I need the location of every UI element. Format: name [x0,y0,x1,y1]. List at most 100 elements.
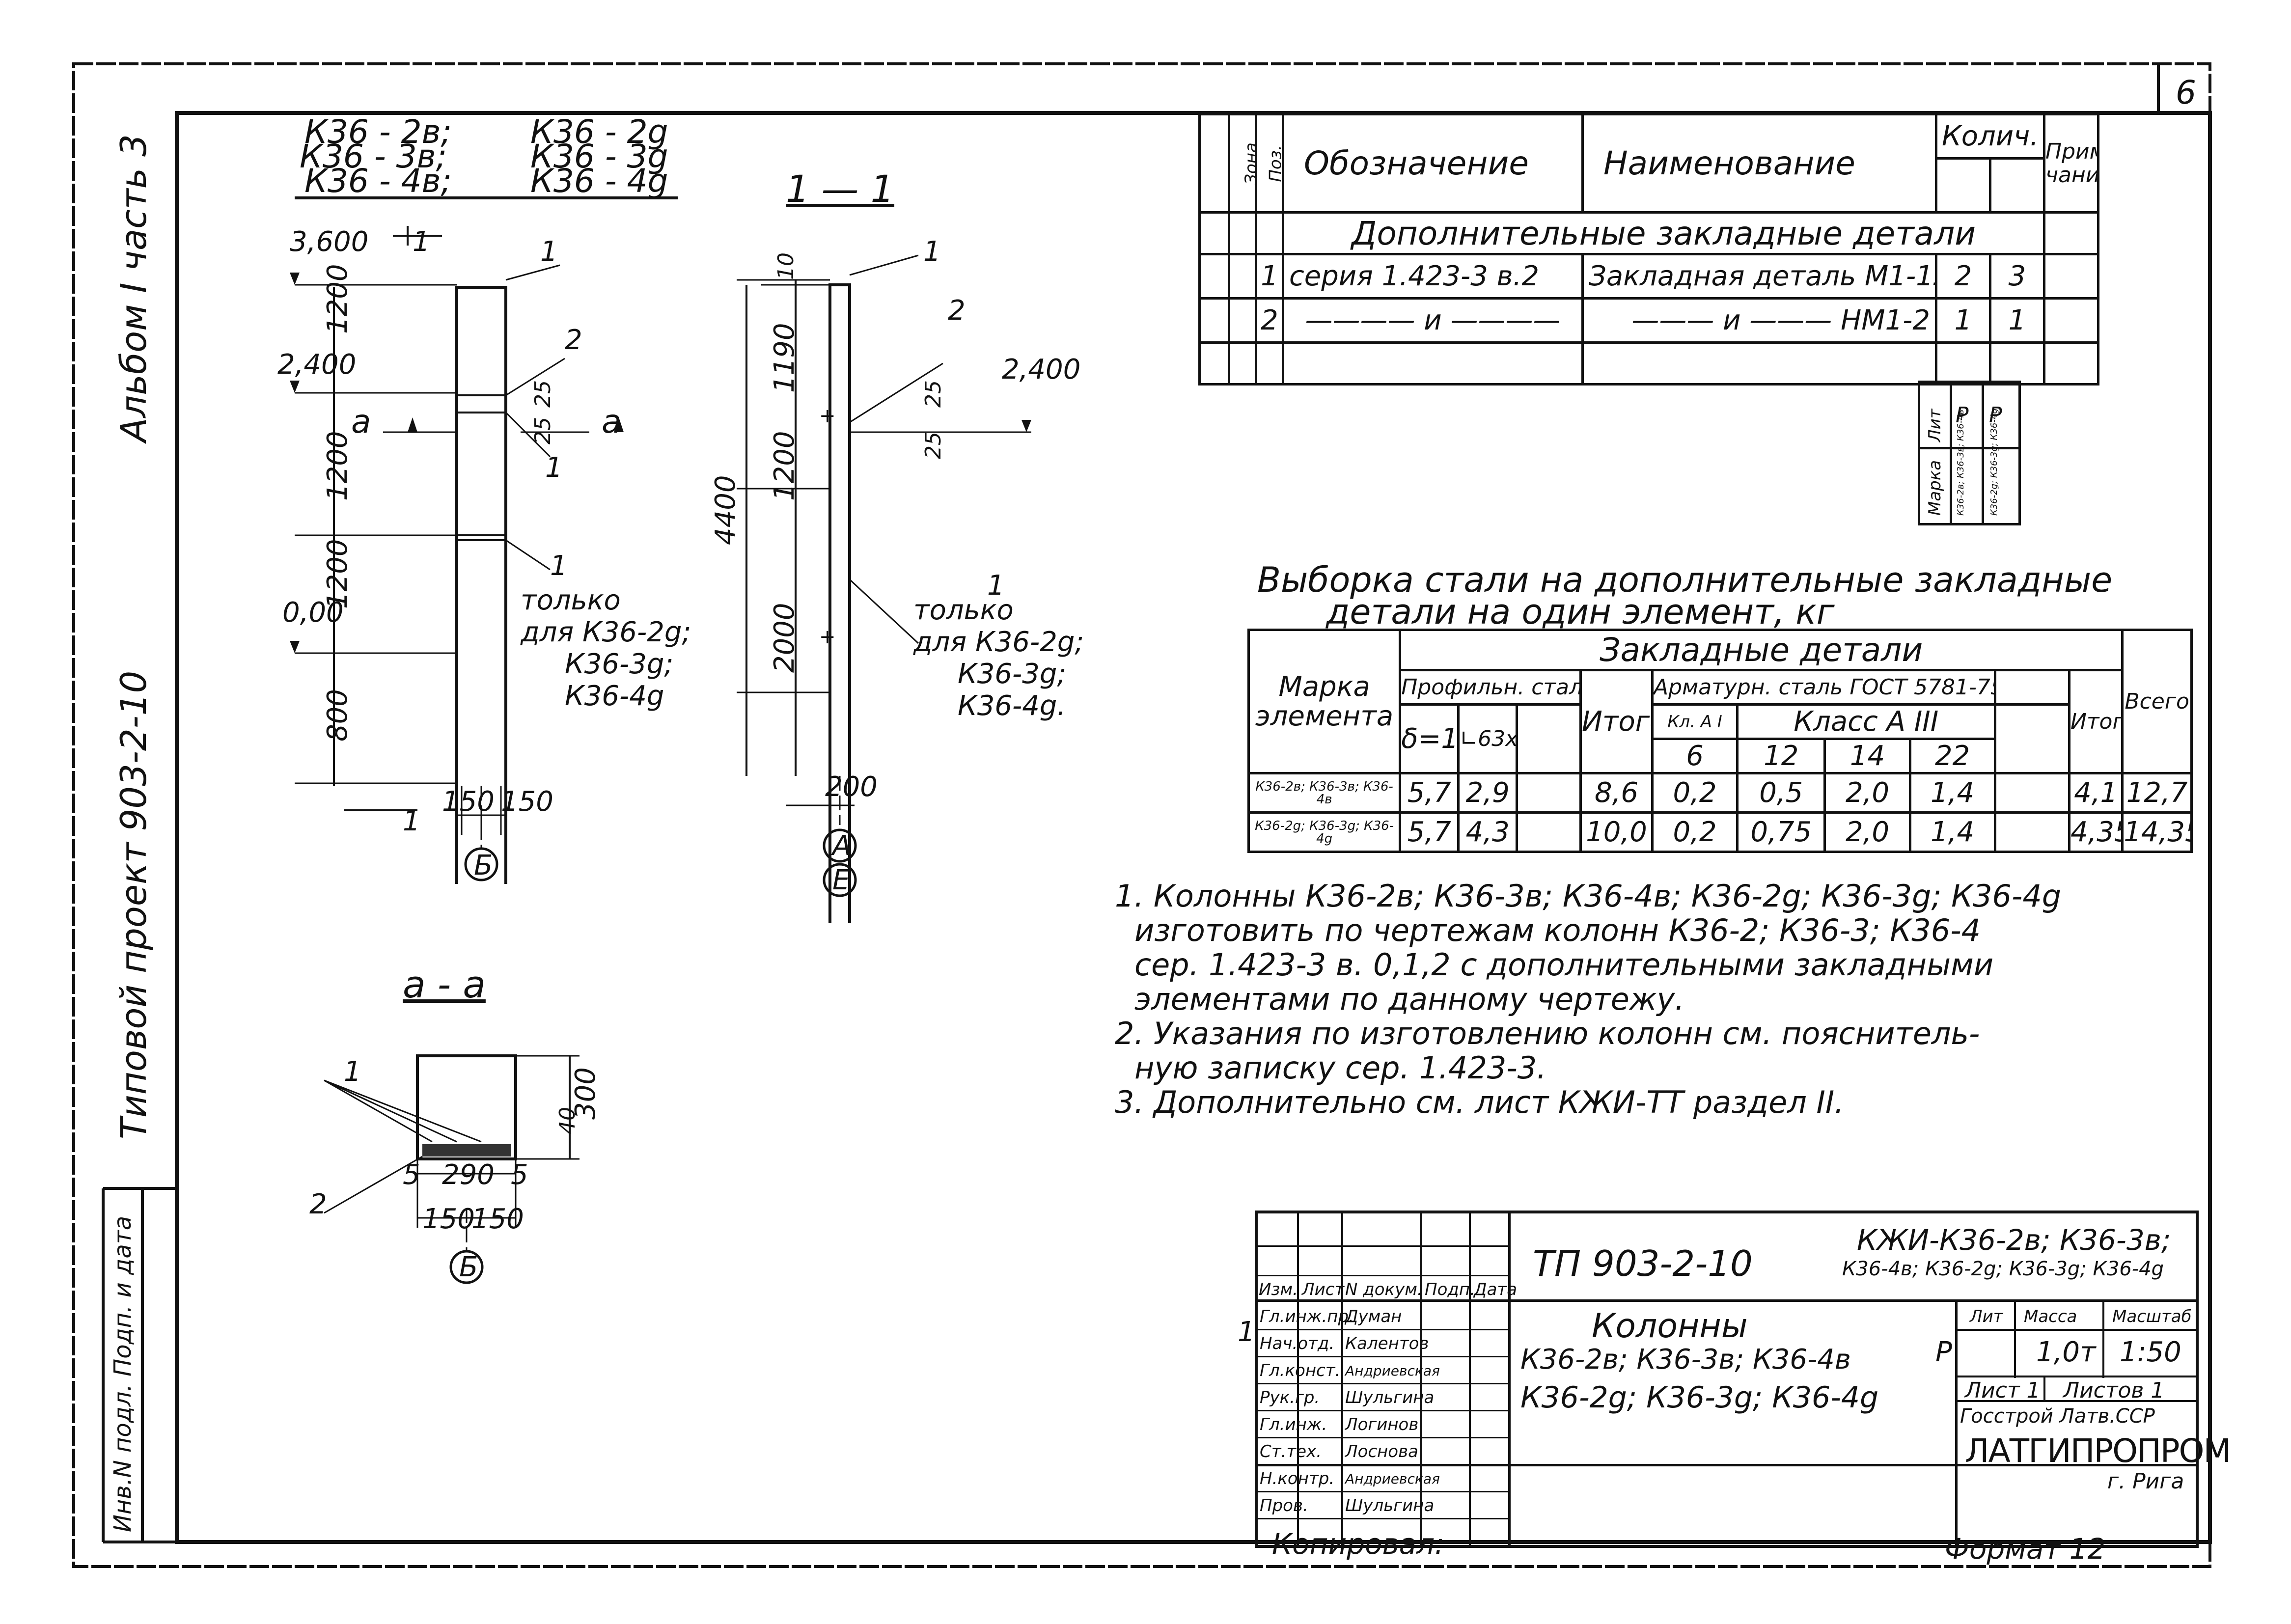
elev-top-label: 3,600 [290,226,369,258]
section-cut-right: а [602,403,622,440]
section-aa-dim-290: 290 [442,1159,495,1191]
spec-header-zone: Зона [1228,113,1257,214]
elev-dim-3: 1200 [322,539,354,609]
elev-dim-4: 800 [322,689,354,742]
note-line: сер. 1.423-3 в. 0,1,2 с дополнительными … [1134,947,1994,983]
sec11-total-dim: 4400 [710,475,742,545]
staff-name: Думан [1345,1307,1402,1326]
column-elevation [290,226,624,884]
staff-role: Гл.инж. [1260,1415,1327,1434]
tb-scale-label: Масштаб [2112,1307,2192,1326]
elev-callout-4: 1 [550,550,568,582]
sec11-callout-note: только для К36-2g; К36-3g; К36-4g. [913,594,1084,722]
spec-header-pos: Поз. [1255,113,1284,214]
title-block-side-mark: 1 [1238,1316,1255,1348]
project-label: Типовой проект 903-2-10 [113,670,154,1139]
staff-role: Ст.тех. [1260,1442,1322,1461]
note-line: 2. Указания по изготовлению колонн см. п… [1115,1016,1980,1051]
steel-d10-header: δ=10 [1399,703,1460,774]
svg-text:+: + [819,405,836,427]
steel-class-ai: Кл. А I [1651,703,1739,740]
tb-lit-value: Р [1935,1336,1952,1368]
mark-subtable-row1-lit: Р [1956,403,1969,428]
note-line: ную записку сер. 1.423-3. [1134,1050,1546,1086]
title-block: ТП 903-2-10 КЖИ-К36-2в; К36-3в; К36-4в; … [1255,1211,2231,1548]
section-aa-callout-1: 1 [344,1056,361,1088]
tb-col-sign: Подп. [1425,1280,1475,1299]
steel-itogo-1: Итого [1579,669,1654,774]
spec-header-note: Приме- чание [2043,113,2099,214]
spec-header-name: Наименование [1581,113,1937,214]
title-block-marks-2: К36-4в; К36-2g; К36-3g; К36-4g [1842,1258,2164,1280]
steel-diam-14: 14 [1823,738,1911,774]
sec11-axis-e: Е [832,864,850,896]
sec11-dim-3: 1200 [769,431,800,501]
section-a-a-drawing [324,1054,580,1284]
staff-role: Пров. [1260,1496,1308,1515]
staff-name: Лоснова [1345,1442,1418,1461]
steel-col-mark: Марка элемента [1247,629,1402,774]
steel-table: Марка элемента Закладные детали Всего Пр… [1247,629,2193,853]
sheet-number: 6 [2176,74,2196,111]
tb-scale-value: 1:50 [2120,1336,2181,1368]
tb-col-doc: N докум. [1345,1280,1423,1299]
mark-subtable-header-lit: Лит [1925,409,1945,442]
marks-header: К36 - 2в; К36 - 3в; К36 - 4в; К36 - 2g К… [295,113,678,200]
staff-name: Калентов [1345,1334,1429,1353]
tb-mass-value: 1,0т [2036,1336,2096,1368]
staff-role: Рук.гр. [1260,1388,1320,1407]
inventory-label: Инв.N подл. Подп. и дата [109,1215,137,1532]
steel-table-title-line2: детали на один элемент, кг [1326,592,1835,632]
steel-class-aiii: Класс А III [1736,703,1996,740]
format-label: Формат 12 [1945,1532,2106,1566]
staff-role: Нач.отд. [1260,1334,1335,1353]
svg-text:+: + [819,626,836,648]
notes-block: 1. Колонны К36-2в; К36-3в; К36-4в; К36-2… [1115,879,2061,1120]
section-aa-dim-40: 40 [555,1107,580,1134]
mark-col2-line1: К36 - 2g [530,113,668,151]
staff-name: Андриевская [1345,1363,1440,1379]
steel-table-title-line1: Выборка стали на дополнительные закладны… [1257,560,2113,600]
steel-rebar-header: Арматурн. сталь ГОСТ 5781-75 [1651,669,1996,706]
staff-role: Н.контр. [1260,1469,1335,1488]
elev-width-dim-right: 150 [501,786,553,818]
mark-col1-line2: К36 - 3в; [300,138,447,175]
elev-callout-3: 1 [545,452,563,484]
section-aa-callout-2: 2 [309,1188,327,1220]
spec-row: 2 ———— и ———— ——— и ——— НМ1-2 1 1 [1198,297,2099,344]
sec11-elev: 2,400 [1002,354,1081,385]
note-line: изготовить по чертежам колонн К36-2; К36… [1134,912,1981,948]
staff-role: Гл.инж.пр. [1260,1307,1354,1326]
sec11-dim-1: 10 [773,252,799,280]
tb-sheets-label: Листов 1 [2063,1378,2165,1403]
elev-small-dim-2: 25 [530,417,555,444]
steel-diam-12: 12 [1736,738,1826,774]
tb-org-line3: г. Рига [2107,1469,2184,1494]
spec-header-format: Формат [1198,113,1230,214]
elev-mid-label: 2,400 [277,349,357,381]
elev-zero-label: 0,00 [282,597,344,629]
tb-org-line1: Госстрой Латв.ССР [1960,1405,2155,1428]
elev-small-dim-1: 25 [530,380,555,408]
sec11-width-dim: 200 [825,771,878,803]
mark-subtable: Марка Лит К36-2в; К36-3в; К36-4в К36-2g;… [1918,381,2021,525]
mark-subtable-header-mark: Марка [1925,460,1945,516]
section-aa-axis: Б [459,1251,478,1283]
sec11-callout-1: 1 [923,236,941,268]
elev-callout-1: 1 [540,236,558,268]
mark-col1-line3: К36 - 4в; [304,162,452,200]
title-block-marks-1: КЖИ-К36-2в; К36-3в; [1857,1223,2171,1257]
section-mark-top: 1 [413,226,430,258]
section-a-a-title: а - а [403,963,486,1006]
sec11-callout-2: 2 [948,295,966,327]
section-mark-bottom: 1 [403,805,420,837]
mark-subtable-row2-lit: Р [1989,403,2002,428]
marks-underline [295,196,678,199]
tb-col-date: Дата [1474,1280,1518,1299]
table-row: К36-2в; К36-3в; К36-4в 5,7 2,9 8,6 0,2 0… [1247,772,2193,814]
mark-col2-line3: К36 - 4g [530,162,668,200]
copied-by-label: Копировал: [1272,1527,1444,1561]
sec11-callout-3: 1 [987,570,1005,602]
section-aa-dim-5-left: 5 [403,1159,420,1191]
